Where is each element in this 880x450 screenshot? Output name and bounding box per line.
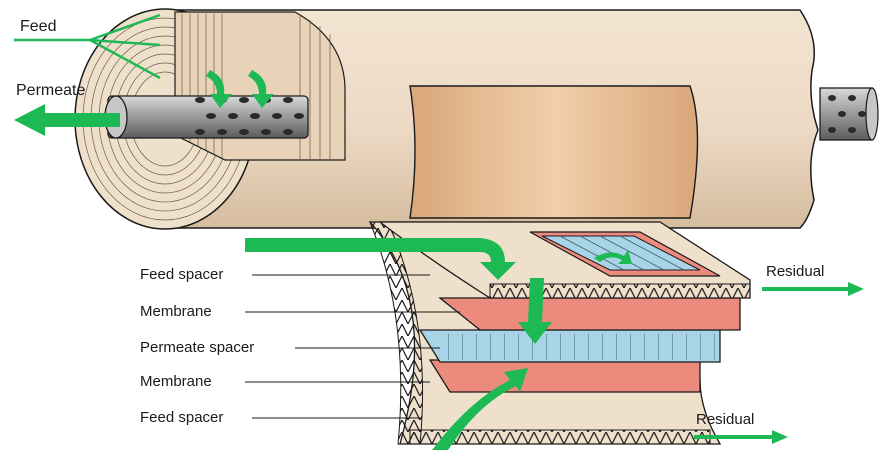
residual-bottom-label: Residual — [696, 411, 755, 428]
flow-arrow-icon — [518, 278, 552, 344]
flow-arrow-icon — [432, 368, 528, 450]
feed-label: Feed — [20, 18, 57, 35]
residual-right-label: Residual — [766, 263, 825, 280]
flow-arrow-icon — [14, 104, 120, 136]
flow-arrow-icon — [245, 238, 516, 280]
flow-arrow-icon — [594, 250, 632, 264]
permeate-spacer-label: Permeate spacer — [140, 339, 255, 356]
membrane-bottom-label: Membrane — [140, 373, 212, 390]
flow-arrows — [14, 70, 864, 450]
flow-arrow-icon — [762, 282, 864, 296]
flow-arrow-icon — [248, 70, 274, 108]
permeate-label: Permeate — [16, 82, 86, 99]
flow-arrow-icon — [206, 70, 232, 108]
feed-spacer-bottom-label: Feed spacer — [140, 409, 224, 426]
perforated-tube-end-icon — [819, 87, 879, 141]
flow-arrow-icon — [694, 430, 788, 444]
leader-lines — [245, 274, 460, 419]
feed-lines — [14, 13, 161, 80]
feed-spacer-top-label: Feed spacer — [140, 266, 224, 283]
perforated-tube-icon — [104, 95, 309, 139]
membrane-layers — [368, 221, 751, 445]
membrane-top-label: Membrane — [140, 303, 212, 320]
